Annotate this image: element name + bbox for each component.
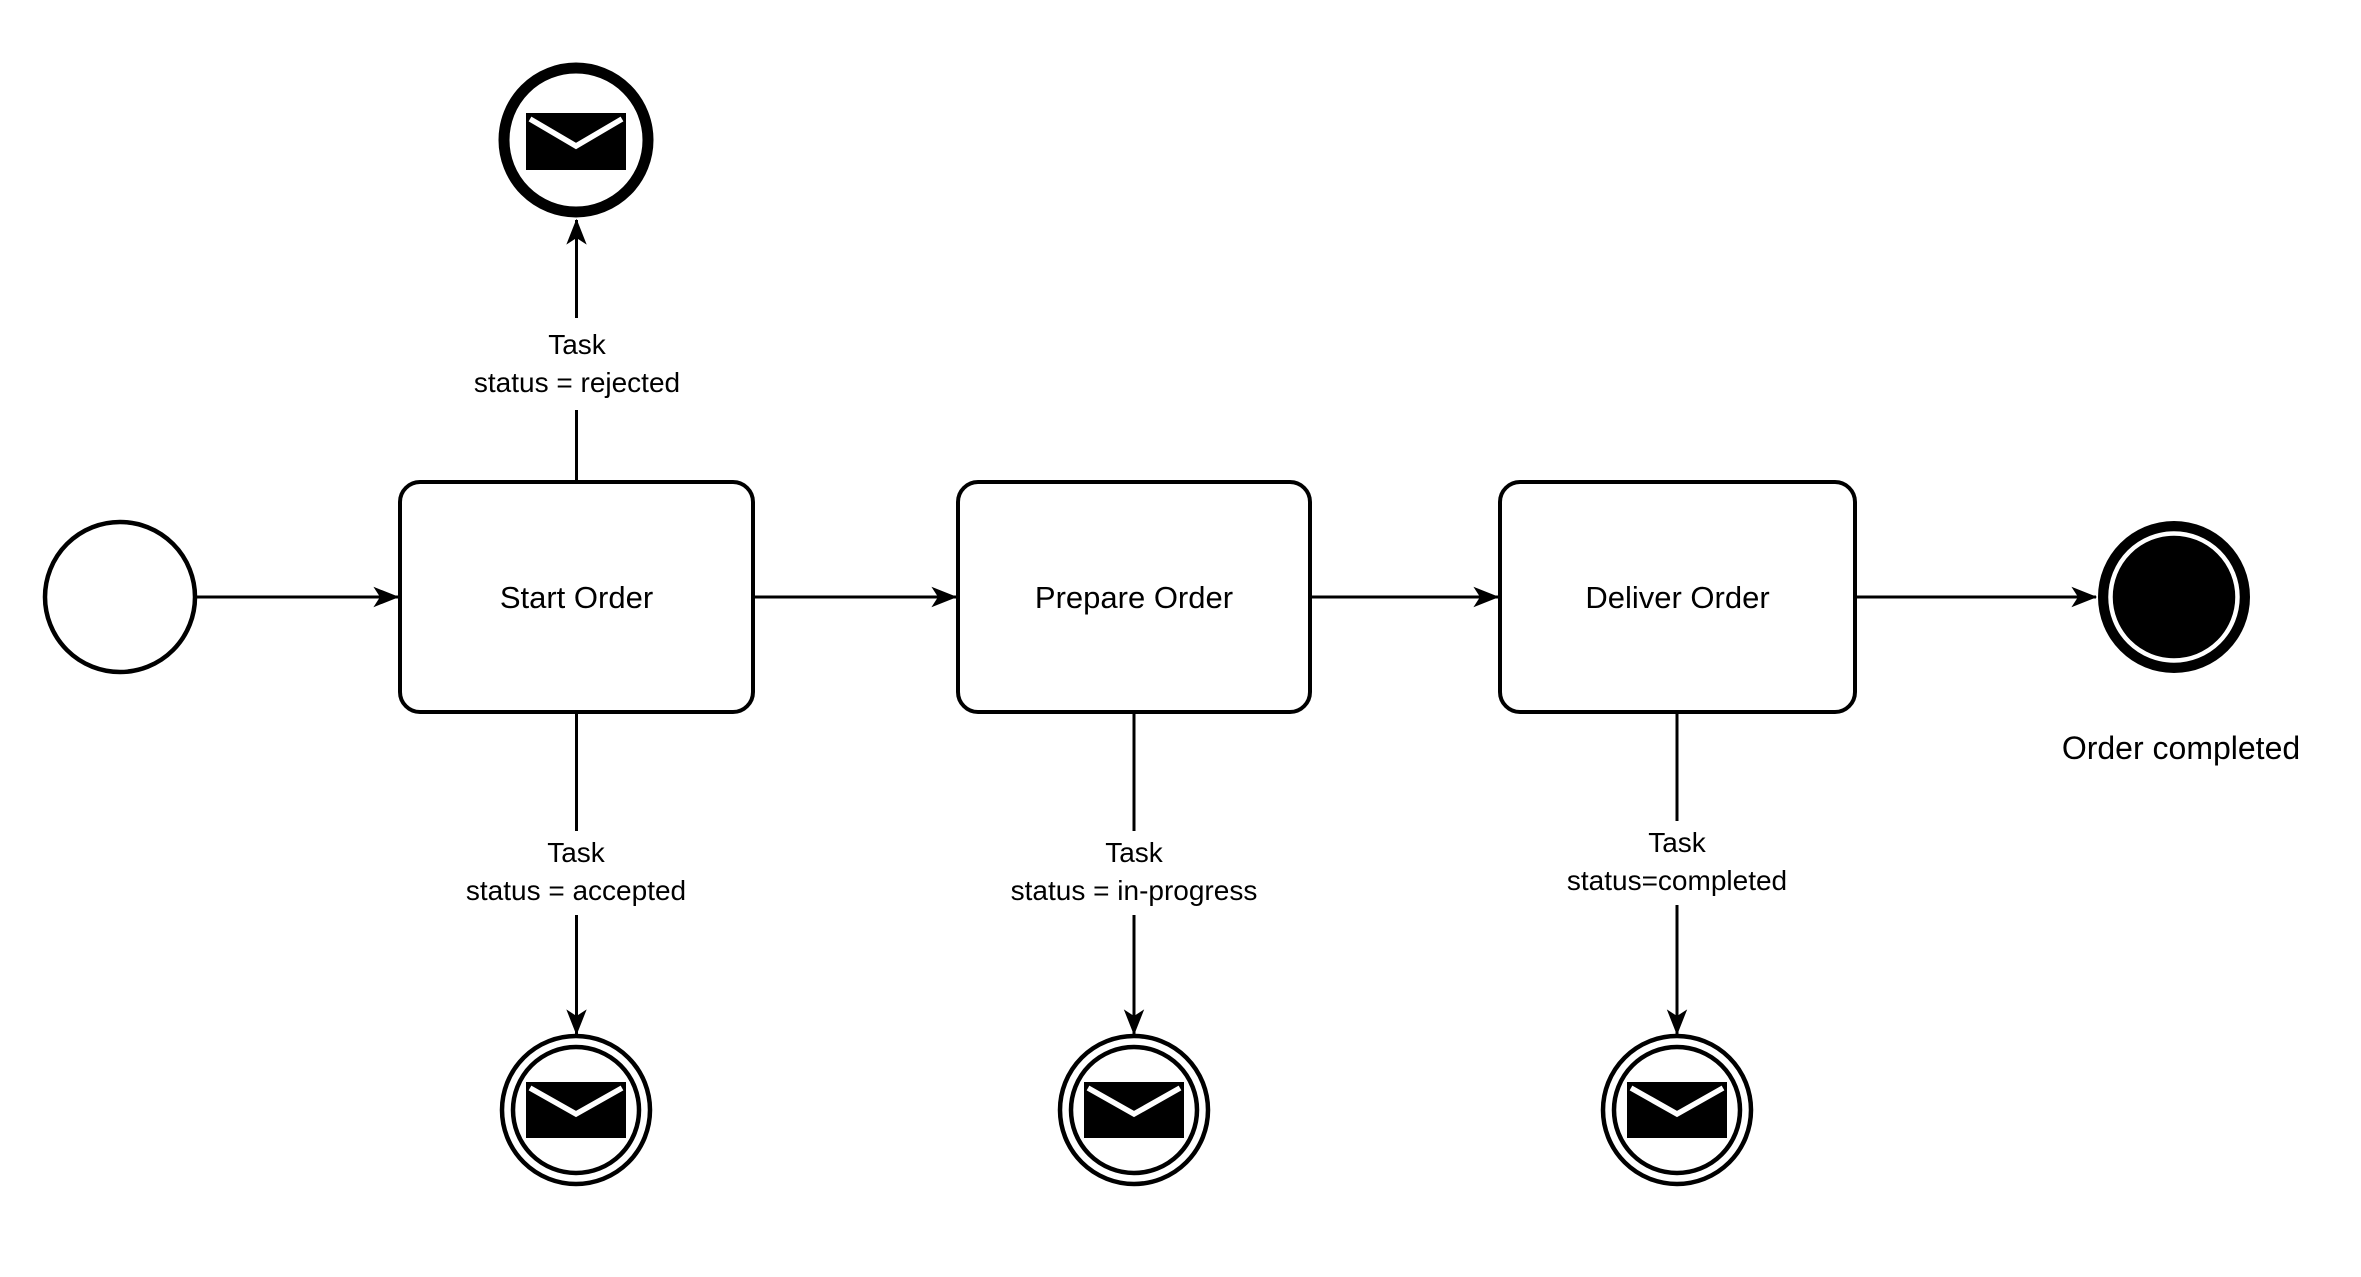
edge-label-accepted: Task status = accepted bbox=[449, 831, 704, 915]
task-shape bbox=[1498, 480, 1857, 714]
envelope-flap bbox=[1629, 1085, 1725, 1118]
edge-label-line: Task bbox=[1105, 837, 1164, 868]
edge-label-line: Task bbox=[1648, 827, 1707, 858]
envelope-icon bbox=[526, 1082, 626, 1138]
envelope-body bbox=[1084, 1082, 1184, 1138]
envelope-body bbox=[526, 1082, 626, 1138]
envelope-icon bbox=[526, 113, 626, 170]
edge-label-rejected: Task status = rejected bbox=[451, 318, 703, 410]
task-label: Prepare Order bbox=[1035, 580, 1233, 615]
envelope-flap bbox=[528, 1085, 624, 1118]
edge-label-completed: Task status=completed bbox=[1544, 821, 1810, 905]
edge-label-line: status=completed bbox=[1567, 865, 1787, 896]
envelope-icon bbox=[1627, 1082, 1727, 1138]
message-event-in-progress bbox=[1057, 1033, 1211, 1187]
edge-label-bg bbox=[449, 831, 704, 915]
end-event bbox=[2098, 521, 2250, 673]
edge-label-line: status = in-progress bbox=[1011, 875, 1258, 906]
edge-label-line: Task bbox=[547, 837, 606, 868]
envelope-flap bbox=[1086, 1085, 1182, 1118]
message-event-inner-circle bbox=[1611, 1044, 1743, 1176]
start-event bbox=[42, 519, 198, 675]
end-event-inner-ring bbox=[2108, 531, 2240, 663]
edge-label-line: status = accepted bbox=[466, 875, 686, 906]
edge-label-in-progress: Task status = in-progress bbox=[986, 831, 1282, 915]
envelope-body bbox=[526, 113, 626, 170]
task-prepare-order: Prepare Order bbox=[956, 480, 1312, 714]
task-start-order: Start Order bbox=[398, 480, 755, 714]
edge-label-bg bbox=[1544, 821, 1810, 905]
message-event-inner-circle bbox=[510, 1044, 642, 1176]
task-shape bbox=[956, 480, 1312, 714]
start-event-circle bbox=[42, 519, 198, 675]
message-event-inner-circle bbox=[1068, 1044, 1200, 1176]
task-deliver-order: Deliver Order bbox=[1498, 480, 1857, 714]
edge-label-bg bbox=[986, 831, 1282, 915]
envelope-body bbox=[1627, 1082, 1727, 1138]
message-event-accepted bbox=[499, 1033, 653, 1187]
message-event-completed bbox=[1600, 1033, 1754, 1187]
task-label: Deliver Order bbox=[1585, 580, 1769, 615]
edge-label-line: Task bbox=[548, 329, 607, 360]
end-event-circle bbox=[2098, 521, 2250, 673]
end-event-label: Order completed bbox=[2062, 730, 2300, 766]
message-end-event-rejected bbox=[498, 62, 654, 218]
envelope-flap bbox=[528, 116, 624, 150]
task-shape bbox=[398, 480, 755, 714]
envelope-icon bbox=[1084, 1082, 1184, 1138]
task-label: Start Order bbox=[500, 580, 653, 615]
edge-label-line: status = rejected bbox=[474, 367, 680, 398]
edge-label-bg bbox=[451, 318, 703, 410]
